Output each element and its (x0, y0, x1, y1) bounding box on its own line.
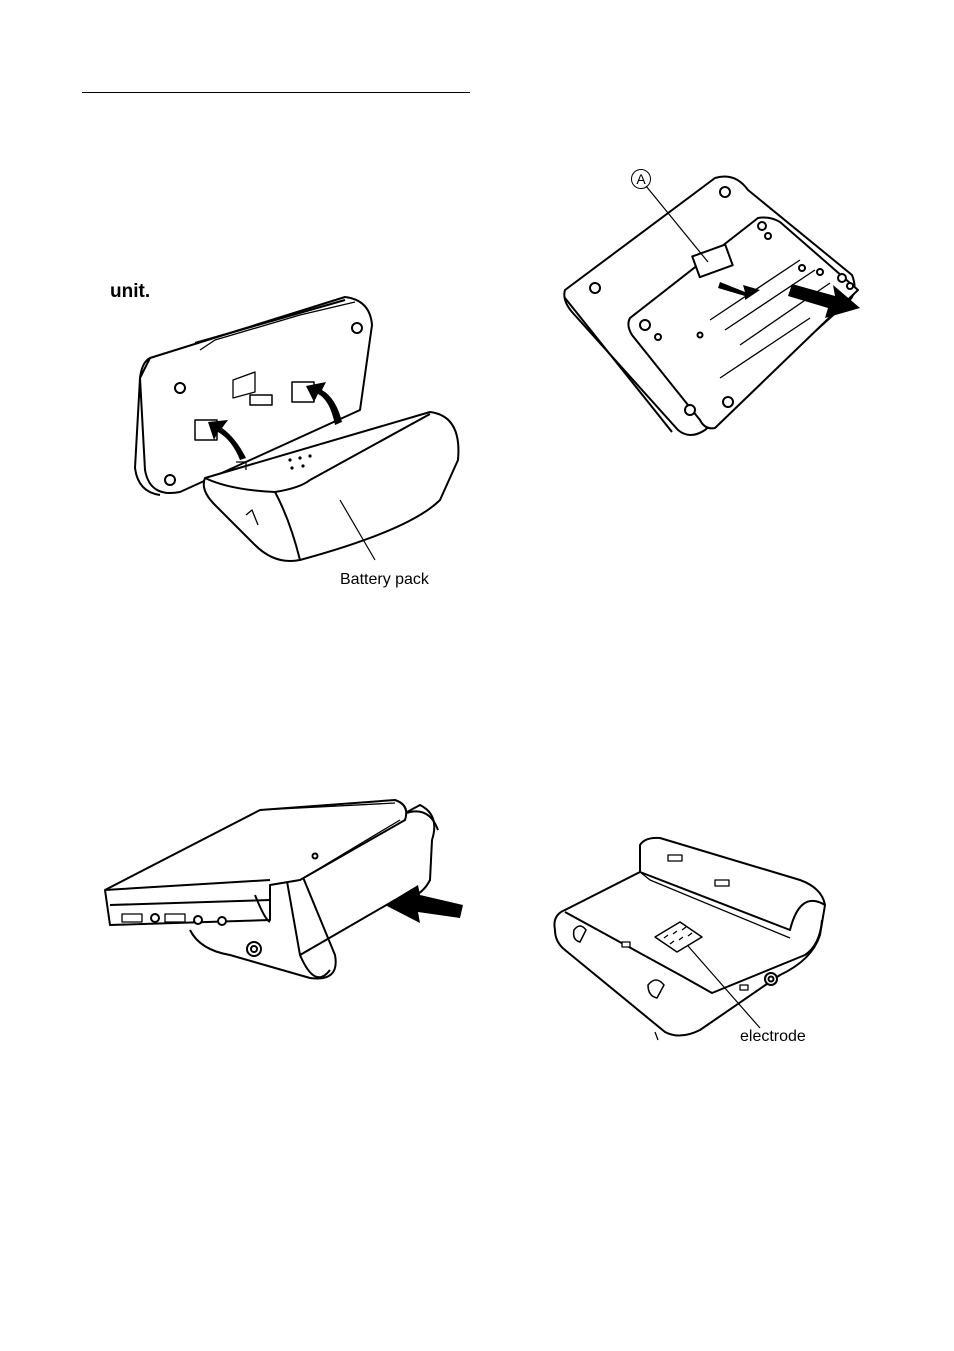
figure-electrode (550, 835, 830, 1045)
electrode-label: electrode (740, 1028, 806, 1046)
callout-a: A (631, 169, 651, 189)
figure-remove-cover (560, 170, 860, 440)
battery-pack-label: Battery pack (340, 571, 429, 589)
figure-slide-battery (100, 795, 470, 985)
heading-rule (82, 92, 470, 93)
figure-attach-battery (130, 295, 470, 570)
